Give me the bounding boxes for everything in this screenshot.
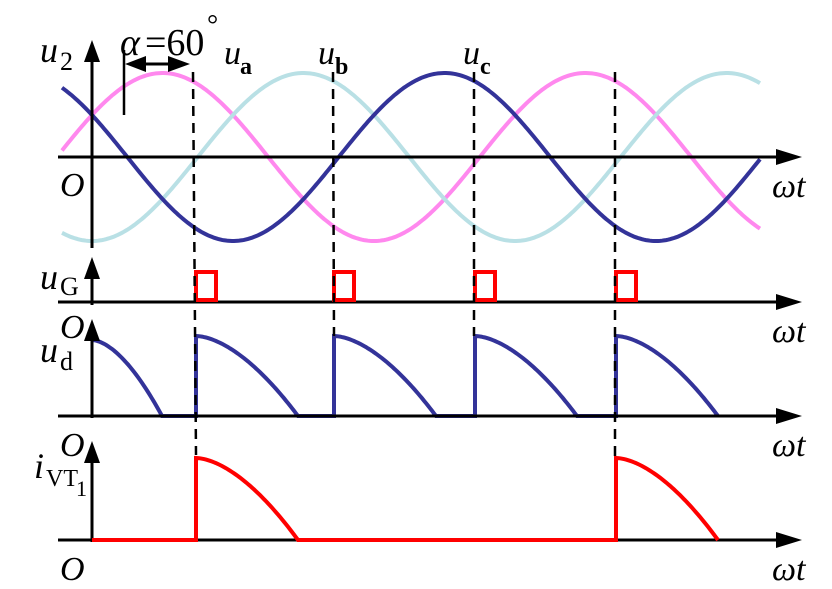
alpha-symbol: α (120, 22, 141, 64)
uc-label-sub: c (480, 54, 491, 80)
output-voltage-wave (91, 333, 720, 418)
ug-origin-label: O (60, 309, 85, 346)
ua-label: u (224, 35, 241, 72)
u2-y-arrow-icon (84, 40, 100, 62)
u2-label-sub: 2 (60, 47, 73, 76)
gate-pulse-3 (473, 270, 497, 302)
phase-a-wave (61, 71, 762, 243)
ug-wt-label: ω t (772, 313, 807, 350)
firing-guide-2 (331, 71, 336, 337)
alpha-arrow-left-icon (125, 56, 146, 72)
phase-b-wave (60, 71, 762, 243)
ua-label-sub: a (240, 54, 252, 80)
ub-label: u (318, 35, 335, 72)
svg-text:ω: ω (772, 313, 796, 350)
ud-label-sub: d (60, 347, 73, 376)
svg-text:t: t (796, 427, 807, 464)
thyristor-current-wave (92, 455, 720, 542)
uc-label: u (463, 35, 480, 72)
wt-label: ω t (772, 168, 807, 205)
svg-text:t: t (796, 551, 807, 588)
ud-y-arrow-icon (84, 319, 100, 341)
ug-label: u (40, 257, 58, 297)
ivt-label: i (34, 446, 44, 486)
alpha-degree: ° (207, 10, 218, 41)
panel-ivt1: i VT 1 O ω t (34, 441, 807, 588)
svg-text:ω: ω (772, 551, 796, 588)
svg-text:t: t (796, 168, 807, 205)
ud-origin-label: O (60, 427, 85, 464)
svg-text:ω: ω (772, 427, 796, 464)
ug-x-arrow-icon (776, 294, 802, 310)
ub-label-sub: b (335, 54, 348, 80)
phase-c-wave (60, 71, 762, 243)
svg-text:t: t (796, 313, 807, 350)
firing-guides (191, 71, 617, 458)
ud-wt-label: ω t (772, 427, 807, 464)
ivt-label-subsub: 1 (76, 476, 87, 501)
ivt-x-arrow-icon (776, 532, 802, 548)
alpha-arrow-right-icon (168, 56, 190, 72)
ivt-wt-label: ω t (772, 551, 807, 588)
u2-x-arrow-icon (776, 149, 802, 165)
gate-pulse-4 (614, 270, 638, 302)
ug-y-arrow-icon (84, 257, 100, 279)
ug-label-sub: G (60, 272, 79, 301)
ivt-y-arrow-icon (84, 441, 100, 463)
gate-pulse-1 (194, 270, 218, 302)
firing-guide-1 (191, 71, 198, 456)
ud-x-arrow-icon (776, 408, 802, 424)
u2-label: u (40, 30, 58, 70)
panel-ud: u d O ω t (40, 319, 807, 464)
svg-text:ω: ω (772, 168, 796, 205)
ud-label: u (40, 330, 58, 370)
ivt-origin-label: O (60, 551, 85, 588)
alpha-value: =60 (145, 22, 204, 64)
panel-ug: u G O ω t (40, 257, 807, 350)
origin-label: O (60, 167, 85, 204)
panel-u2: α =60 ° u 2 O ω t u a u b u c (40, 10, 807, 248)
gate-pulse-2 (332, 270, 356, 302)
ivt-label-sub: VT (46, 466, 78, 492)
